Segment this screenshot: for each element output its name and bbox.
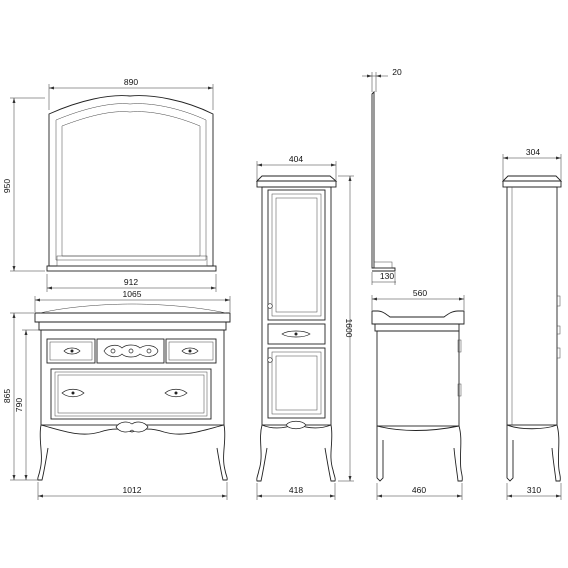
cabinet-upper-knob bbox=[267, 303, 273, 309]
dimension-cabinet-height: 1600 bbox=[338, 175, 354, 482]
dimension-vanity-height-outer: 865 bbox=[2, 312, 38, 481]
vanity-handle-large-left bbox=[61, 388, 85, 398]
vanity-top-width-label: 1065 bbox=[123, 289, 142, 299]
dimension-mirror-side-depth: 20 bbox=[362, 67, 402, 92]
vanity-handle-left bbox=[63, 347, 81, 355]
vanity-leg-width-label: 1012 bbox=[123, 485, 142, 495]
vanity-handle-large-right bbox=[164, 388, 188, 398]
dimension-vanity-height-inner: 790 bbox=[14, 329, 40, 480]
mirror-shelf-depth-label: 130 bbox=[380, 271, 394, 281]
vanity-handle-right bbox=[181, 347, 199, 355]
vanity-side-depth-leg-label: 460 bbox=[412, 485, 426, 495]
cabinet-height-label: 1600 bbox=[344, 319, 354, 338]
tall-cabinet-front-view bbox=[255, 175, 338, 482]
tall-cabinet-side-view bbox=[501, 175, 563, 482]
cabinet-top-width-label: 404 bbox=[289, 154, 303, 164]
vanity-carved-ornament bbox=[103, 344, 159, 358]
vanity-height-inner-label: 790 bbox=[14, 398, 24, 412]
cabinet-drawer-handle bbox=[281, 330, 311, 338]
dimension-mirror-height: 950 bbox=[2, 97, 45, 272]
mirror-base-width-label: 912 bbox=[124, 277, 138, 287]
dimension-cabinet-side-depth-leg: 310 bbox=[506, 483, 562, 500]
vanity-apron-ornament bbox=[115, 421, 149, 433]
dimension-vanity-side-depth-top: 560 bbox=[371, 288, 465, 310]
cabinet-apron-ornament bbox=[285, 420, 307, 430]
vanity-side-depth-top-label: 560 bbox=[413, 288, 427, 298]
dimension-vanity-leg-width: 1012 bbox=[37, 482, 228, 500]
mirror-front-view bbox=[46, 95, 217, 272]
mirror-height-label: 950 bbox=[2, 179, 12, 193]
vanity-front-view bbox=[34, 303, 231, 481]
mirror-width-label: 890 bbox=[124, 77, 138, 87]
cabinet-leg-width-label: 418 bbox=[289, 485, 303, 495]
dimension-mirror-width: 890 bbox=[48, 77, 214, 110]
dimension-cabinet-top-width: 404 bbox=[256, 154, 337, 180]
vanity-height-outer-label: 865 bbox=[2, 389, 12, 403]
mirror-side-view bbox=[371, 90, 396, 272]
dimension-mirror-base-width: 912 bbox=[46, 274, 217, 292]
cabinet-side-depth-leg-label: 310 bbox=[527, 485, 541, 495]
dimension-vanity-top-width: 1065 bbox=[34, 289, 231, 312]
cabinet-lower-knob bbox=[267, 357, 273, 363]
vanity-side-view bbox=[371, 310, 465, 482]
dimension-cabinet-side-depth-top: 304 bbox=[502, 147, 562, 180]
dimension-vanity-side-depth-leg: 460 bbox=[376, 483, 463, 500]
mirror-side-depth-label: 20 bbox=[392, 67, 402, 77]
dimension-cabinet-leg-width: 418 bbox=[256, 483, 336, 500]
cabinet-side-depth-top-label: 304 bbox=[526, 147, 540, 157]
dimension-mirror-shelf-depth: 130 bbox=[371, 271, 396, 285]
